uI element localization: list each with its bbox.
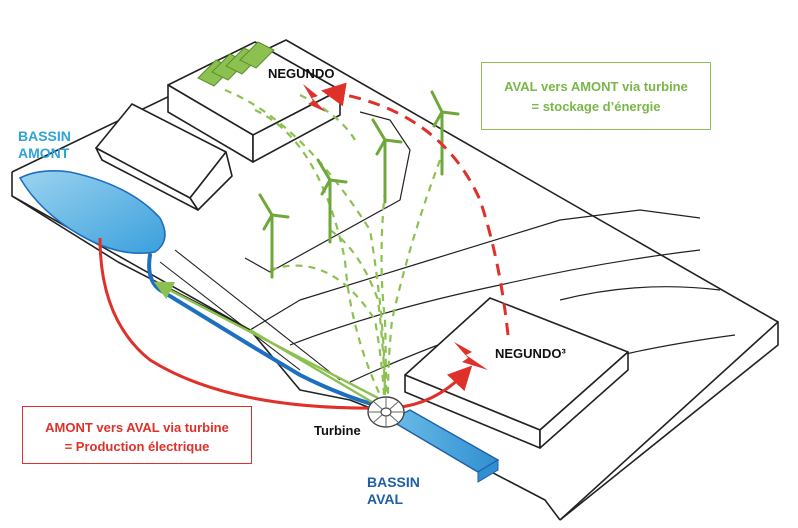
negundo-bottom-label: NEGUNDO³	[495, 346, 566, 361]
legend-storage: AVAL vers AMONT via turbine = stockage d…	[481, 62, 711, 130]
solar-panel-icon	[197, 41, 275, 87]
green-dashed-flows	[224, 88, 442, 396]
negundo-top-label: NEGUNDO	[268, 66, 335, 81]
turbine-wheel-icon	[367, 396, 405, 428]
building-shed	[95, 103, 233, 211]
legend-production: AMONT vers AVAL via turbine = Production…	[22, 406, 252, 464]
red-dashed-flow	[321, 82, 510, 336]
bassin-amont-label: BASSIN AMONT	[18, 128, 71, 161]
legend-storage-line1: AVAL vers AMONT via turbine	[504, 79, 688, 94]
lightning-icon	[454, 342, 488, 370]
legend-production-line2: = Production électrique	[64, 439, 210, 454]
lightning-icon	[303, 84, 326, 112]
turbine-label: Turbine	[314, 423, 361, 438]
penstock-pipe	[147, 253, 377, 407]
bassin-aval-label: BASSIN AVAL	[367, 474, 420, 507]
green-pump-flow	[153, 281, 379, 404]
bassin-amont-lake	[18, 170, 166, 255]
red-production-flow	[98, 237, 473, 410]
legend-production-line1: AMONT vers AVAL via turbine	[45, 420, 229, 435]
legend-storage-line2: = stockage d’énergie	[531, 99, 661, 114]
